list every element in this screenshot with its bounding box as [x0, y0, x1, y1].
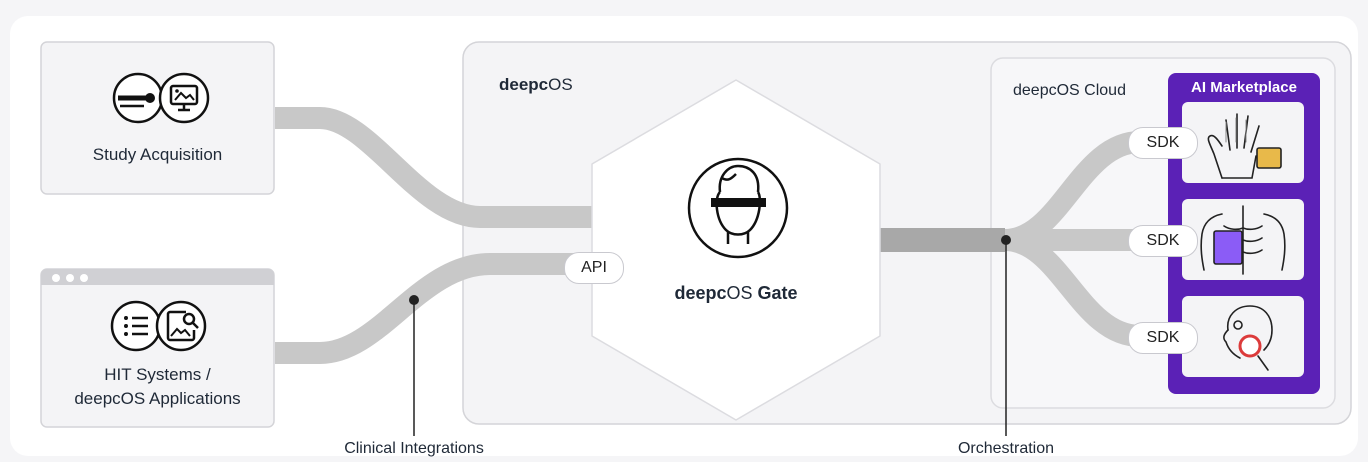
sdk-badge-top: SDK: [1128, 127, 1198, 159]
window-dot-icon: [66, 274, 74, 282]
study-acquisition-card: [40, 41, 275, 195]
marketplace-item-head[interactable]: [1182, 296, 1304, 377]
monitor-image-icon: [158, 72, 210, 124]
browser-titlebar: [41, 269, 274, 285]
api-badge: API: [564, 252, 624, 284]
path-study-acquisition: [275, 107, 600, 228]
flow-paths: [275, 107, 1142, 364]
hand-xray-icon: [1207, 113, 1282, 179]
hit-systems-label-line1: HIT Systems /: [104, 365, 211, 384]
scanner-icon: [112, 72, 164, 124]
gate-label-brand: deepc: [674, 283, 727, 303]
gate-label-os: OS: [726, 283, 758, 303]
hit-systems-label-line2: deepcOS Applications: [74, 389, 241, 408]
head-xray-icon: [1223, 305, 1273, 371]
chest-xray-icon: [1200, 205, 1286, 275]
cloud-title: deepcOS Cloud: [1013, 82, 1126, 99]
clinical-integrations-label: Clinical Integrations: [344, 440, 484, 457]
anonymized-face-icon: [687, 157, 789, 259]
sdk-badge-middle: SDK: [1128, 225, 1198, 257]
deepcos-title-brand: deepc: [499, 75, 549, 94]
ai-marketplace-title: AI Marketplace: [1191, 79, 1297, 96]
deepcos-title-suffix: OS: [548, 75, 573, 94]
gate-label: deepcOS Gate: [592, 283, 880, 304]
deepcos-title: deepcOS: [499, 75, 573, 95]
path-hit-systems: [275, 253, 600, 364]
image-search-icon: [155, 300, 207, 352]
marketplace-item-hand[interactable]: [1182, 102, 1304, 183]
window-dot-icon: [80, 274, 88, 282]
window-dot-icon: [52, 274, 60, 282]
list-icon: [110, 300, 162, 352]
study-acquisition-label: Study Acquisition: [92, 145, 223, 164]
orchestration-label: Orchestration: [957, 440, 1055, 457]
sdk-badge-bottom: SDK: [1128, 322, 1198, 354]
gate-label-gate: Gate: [757, 283, 798, 303]
